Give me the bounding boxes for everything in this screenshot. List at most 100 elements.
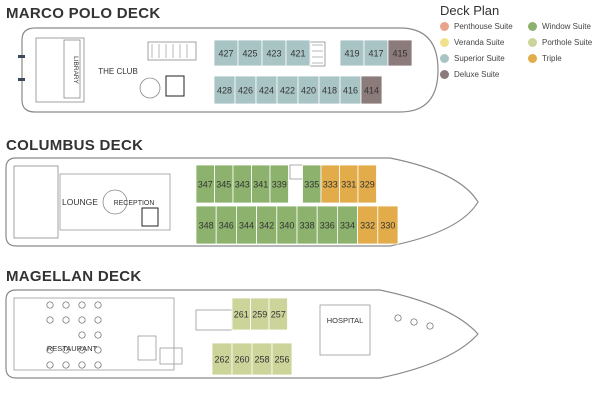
cabin-number-334: 334 [340,221,355,231]
cabin-number-428: 428 [217,86,232,96]
table-icon [62,301,70,309]
lounge-area [59,173,171,231]
legend-swatch [528,38,537,47]
area-label-lounge: LOUNGE [62,197,98,207]
cabin-number-415: 415 [392,49,407,59]
cabin-number-346: 346 [219,221,234,231]
cabin-425 [237,39,263,67]
area-label-the-club: THE CLUB [98,67,138,76]
inner-outline [35,37,85,103]
cabin-number-339: 339 [272,180,287,190]
cabin-number-260: 260 [234,355,249,365]
cabin-330 [377,205,399,245]
cabin-256 [271,342,293,376]
table-icon [62,361,70,369]
legend-label: Window Suite [542,22,591,31]
cabin-number-256: 256 [274,355,289,365]
cabin-number-417: 417 [368,49,383,59]
cabin-421 [285,39,311,67]
table-icon [94,301,102,309]
cabin-414 [360,75,383,105]
legend-swatch [440,54,449,63]
cabin-339 [269,164,289,204]
cabin-number-344: 344 [239,221,254,231]
elevator [159,347,183,365]
table-icon [62,346,70,354]
lifeboat-mark [18,55,25,58]
marco-polo-deck-title: MARCO POLO DECK [6,5,161,22]
legend-item-veranda: Veranda Suite [440,38,504,47]
legend-item-penthouse: Penthouse Suite [440,22,513,31]
stair-block [147,41,197,61]
cabin-number-425: 425 [242,49,257,59]
table-icon [46,346,54,354]
cabin-329 [357,164,377,204]
lounge-wall [13,165,59,239]
cabin-number-332: 332 [360,221,375,231]
cabin-number-424: 424 [259,86,274,96]
cabin-number-420: 420 [301,86,316,96]
cabin-417 [363,39,389,67]
table-icon [78,331,86,339]
cabin-number-427: 427 [218,49,233,59]
table-icon [426,322,434,330]
cabin-number-261: 261 [234,310,249,320]
table-icon [78,301,86,309]
cabin-number-426: 426 [238,86,253,96]
legend-item-triple: Triple [528,54,562,63]
cabin-number-335: 335 [304,180,319,190]
legend-label: Veranda Suite [454,38,505,47]
area-label-library: LIBRARY [72,56,79,84]
legend-label: Superior Suite [454,54,505,63]
restaurant-area [13,297,175,371]
table-icon [78,361,86,369]
cabin-number-340: 340 [279,221,294,231]
area-label-restaurant: RESTAURANT [47,344,98,353]
cabin-number-341: 341 [253,180,268,190]
elevator [141,207,159,227]
cabin-number-422: 422 [280,86,295,96]
legend-label: Penthouse Suite [454,22,513,31]
cabin-257 [268,297,288,331]
table-icon [46,301,54,309]
library-room [63,39,81,99]
table-icon [62,316,70,324]
table-icon [46,316,54,324]
table-icon [94,316,102,324]
area-label-reception: RECEPTION [114,200,155,207]
legend-label: Deluxe Suite [454,70,500,79]
table-icon [78,316,86,324]
cabin-419 [339,39,365,67]
table-icon [78,346,86,354]
cabin-number-347: 347 [198,180,213,190]
hospital-room [319,304,371,356]
table-icon [410,318,418,326]
legend-item-window: Window Suite [528,22,591,31]
cabin-number-343: 343 [235,180,250,190]
legend-title: Deck Plan [440,3,500,18]
magellan-deck-title: MAGELLAN DECK [6,268,142,285]
cabin-number-418: 418 [322,86,337,96]
cabin-number-421: 421 [290,49,305,59]
cabin-number-342: 342 [259,221,274,231]
stair-block [137,335,157,361]
cabin-423 [261,39,287,67]
magellan-hull [5,289,479,379]
area-label-hospital: HOSPITAL [327,316,364,325]
cabin-number-329: 329 [360,180,375,190]
spiral-stair [102,189,128,215]
cabin-415 [387,39,413,67]
table-icon [94,331,102,339]
legend-swatch [440,70,449,79]
cabin-number-257: 257 [271,310,286,320]
legend-label: Triple [542,54,562,63]
cabin-number-330: 330 [380,221,395,231]
cabin-number-259: 259 [252,310,267,320]
legend-item-deluxe: Deluxe Suite [440,70,499,79]
legend-swatch [440,38,449,47]
legend-swatch [528,22,537,31]
cabin-number-348: 348 [199,221,214,231]
cabin-427 [213,39,239,67]
